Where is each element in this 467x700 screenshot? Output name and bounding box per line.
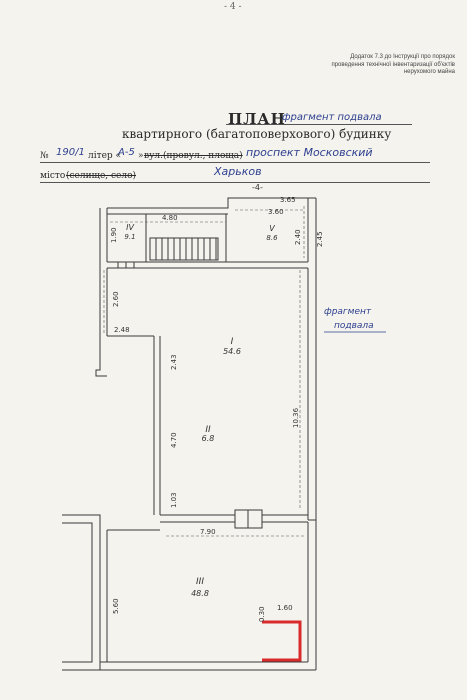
plan-outer-wall <box>62 514 101 671</box>
room-area: 9.1 <box>124 233 135 241</box>
plan-outer-wall <box>107 197 309 262</box>
side-note-line2: подвала <box>334 321 374 331</box>
street-value: проспект Московский <box>246 146 373 159</box>
dim-label: 1.90 <box>110 227 118 243</box>
floor-mark: -4- <box>252 183 263 192</box>
annex-line: Додаток 7.3 до Інструкції про порядок <box>350 54 455 60</box>
room-area: 8.6 <box>266 234 278 242</box>
room-id: V <box>269 224 275 233</box>
dim-label: 4.80 <box>162 214 178 222</box>
annex-line: проведення технічної інвентаризації об'є… <box>331 61 455 68</box>
address-rule <box>40 162 430 163</box>
room-id: II <box>205 425 211 435</box>
street-label: вул.(провул., площа) <box>144 151 243 161</box>
plan-title-handwritten: фрагмент подвала <box>282 112 382 123</box>
number-label: № <box>40 151 49 161</box>
highlight-corner <box>262 620 302 662</box>
dim-label: 7.90 <box>200 528 216 536</box>
city-label: місто <box>40 171 66 181</box>
title-rule <box>226 124 412 125</box>
liter-close: » <box>138 151 144 161</box>
dim-label: 3.65 <box>280 196 296 204</box>
dim-label: 2.45 <box>316 231 324 247</box>
room-area: 54.6 <box>223 347 241 356</box>
plan-outer-wall <box>95 208 107 377</box>
plan-outer-wall <box>308 198 317 521</box>
liter-label: літер « <box>88 151 122 161</box>
city-alt-label: (селище, село) <box>66 171 137 181</box>
dim-label: 2.43 <box>170 354 178 370</box>
dim-label: 0.30 <box>258 606 266 622</box>
number-value: 190/1 <box>56 147 85 158</box>
dim-label: 10.36 <box>292 407 300 428</box>
room-area: 48.8 <box>191 589 209 598</box>
side-note-line1: фрагмент <box>324 307 372 317</box>
plan-outer-wall <box>62 522 93 663</box>
room-id: I <box>231 337 234 347</box>
dim-label: 1.03 <box>170 492 178 508</box>
dim-label: 2.60 <box>112 291 120 307</box>
dim-label: 2.48 <box>114 326 130 334</box>
city-rule <box>40 182 430 183</box>
room-id: IV <box>126 223 134 232</box>
plan-subtitle: квартирного (багатоповерхового) будинку <box>122 127 392 141</box>
dim-label: 1.60 <box>277 604 293 612</box>
liter-value: А-5 <box>118 147 135 158</box>
dim-label: 2.40 <box>294 229 302 245</box>
room-id: III <box>196 577 204 587</box>
dim-label: 4.70 <box>170 432 178 448</box>
room-area: 6.8 <box>202 434 215 443</box>
dim-label: 3.60 <box>268 208 284 216</box>
dim-label: 5.60 <box>112 598 120 614</box>
plan-title: ПЛАН <box>228 110 286 128</box>
annex-note: Додаток 7.3 до Інструкції про порядок пр… <box>295 54 455 77</box>
page-number: - 4 - <box>224 2 242 12</box>
city-value: Харьков <box>214 165 262 178</box>
annex-line: нерухомого майна <box>403 69 455 75</box>
